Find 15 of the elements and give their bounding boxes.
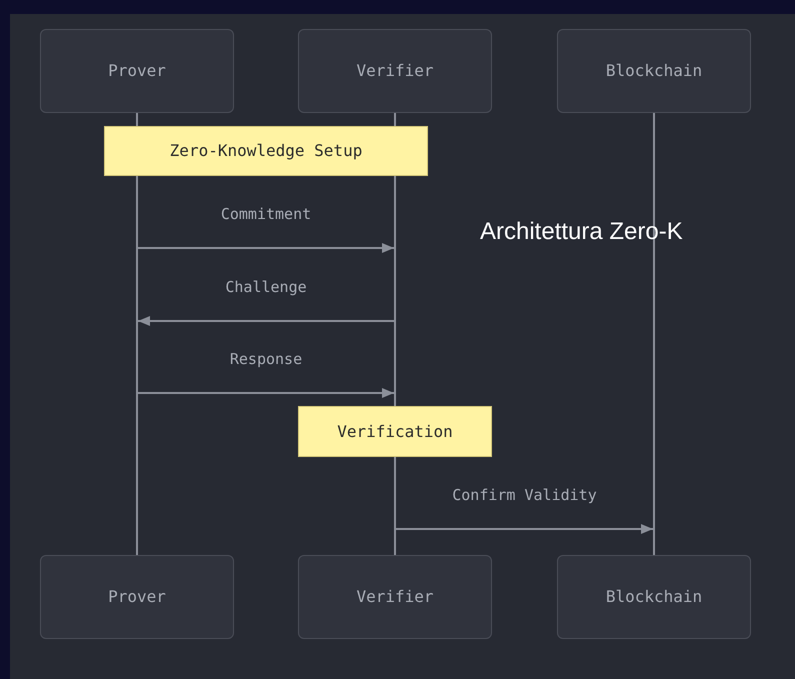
participant-box: Blockchain xyxy=(557,555,751,639)
participant-box: Prover xyxy=(40,555,234,639)
message-arrow xyxy=(138,388,394,398)
lifeline xyxy=(394,457,396,555)
participant-box: Verifier xyxy=(298,555,492,639)
participant-box: Verifier xyxy=(298,29,492,113)
note-box: Zero-Knowledge Setup xyxy=(104,126,428,176)
diagram-title: Architettura Zero-K xyxy=(480,217,683,247)
message-arrow xyxy=(138,316,394,326)
message-arrow xyxy=(396,524,653,534)
lifeline xyxy=(653,113,655,555)
message-arrow xyxy=(138,243,394,253)
participant-box: Prover xyxy=(40,29,234,113)
note-box: Verification xyxy=(298,406,492,457)
participant-box: Blockchain xyxy=(557,29,751,113)
